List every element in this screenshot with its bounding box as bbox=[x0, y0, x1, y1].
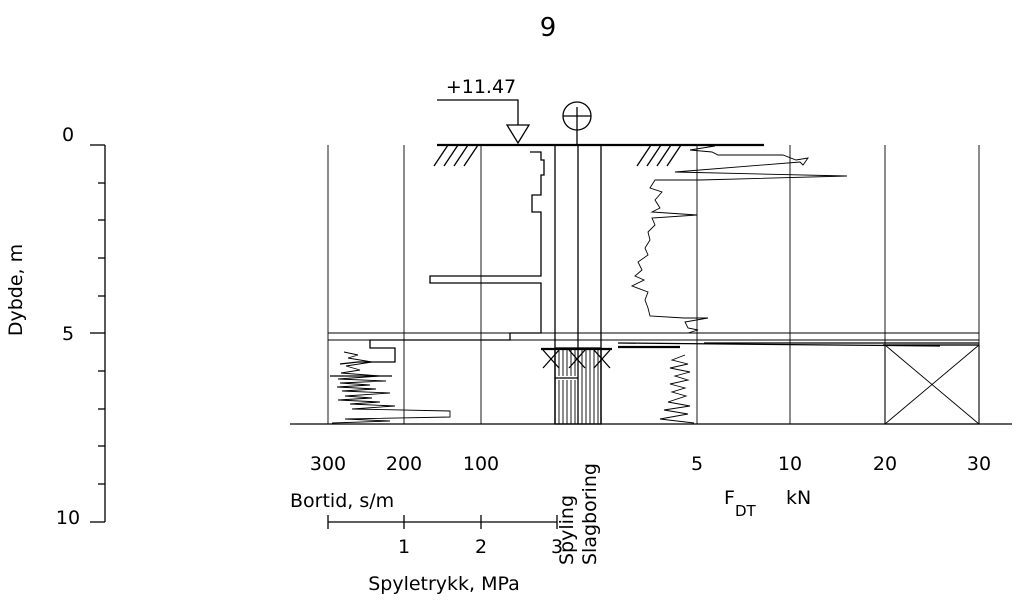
pressure-tick-3: 3 bbox=[551, 536, 563, 558]
mode-label-spyling: Spyling bbox=[556, 495, 578, 565]
bortid-curve-rock bbox=[331, 351, 451, 424]
elevation-marker: +11.47 bbox=[437, 76, 531, 145]
pressure-axis-label: Spyletrykk, MPa bbox=[368, 573, 520, 595]
depth-axis: 0 5 10 Dybde, m bbox=[5, 124, 106, 529]
depth-axis-label: Dybde, m bbox=[5, 244, 27, 336]
force-axis-unit: kN bbox=[786, 487, 811, 509]
force-tick-10: 10 bbox=[778, 453, 802, 475]
force-axis: 5 10 20 30 F DT kN bbox=[691, 453, 991, 520]
rock-cross-box bbox=[884, 344, 980, 425]
bortid-axis: 300 200 100 Bortid, s/m bbox=[290, 453, 499, 512]
borehole-symbol-icon bbox=[562, 101, 592, 145]
drilling-mode-column: Spyling Slagboring bbox=[541, 145, 680, 565]
page-number: 9 bbox=[540, 13, 557, 43]
force-curve bbox=[630, 144, 848, 334]
elevation-value: +11.47 bbox=[446, 76, 516, 98]
pressure-axis: 1 2 3 Spyletrykk, MPa bbox=[327, 515, 563, 595]
ground-surface bbox=[433, 143, 764, 167]
force-axis-label-f: F bbox=[724, 487, 735, 509]
mode-label-slagboring: Slagboring bbox=[579, 463, 601, 565]
force-tick-20: 20 bbox=[873, 453, 897, 475]
force-axis-label-dt: DT bbox=[735, 502, 757, 520]
bortid-axis-label: Bortid, s/m bbox=[290, 490, 394, 512]
depth-tick-5: 5 bbox=[62, 323, 74, 345]
force-tick-30: 30 bbox=[967, 453, 991, 475]
bortid-tick-300: 300 bbox=[310, 453, 346, 475]
depth-tick-10: 10 bbox=[56, 507, 80, 529]
depth-tick-0: 0 bbox=[62, 124, 74, 146]
force-tick-5: 5 bbox=[691, 453, 703, 475]
pressure-tick-2: 2 bbox=[475, 536, 487, 558]
bortid-tick-100: 100 bbox=[463, 453, 499, 475]
bortid-curve bbox=[339, 151, 545, 365]
pressure-tick-1: 1 bbox=[398, 536, 410, 558]
force-curve-rock bbox=[659, 354, 695, 424]
bortid-tick-200: 200 bbox=[386, 453, 422, 475]
